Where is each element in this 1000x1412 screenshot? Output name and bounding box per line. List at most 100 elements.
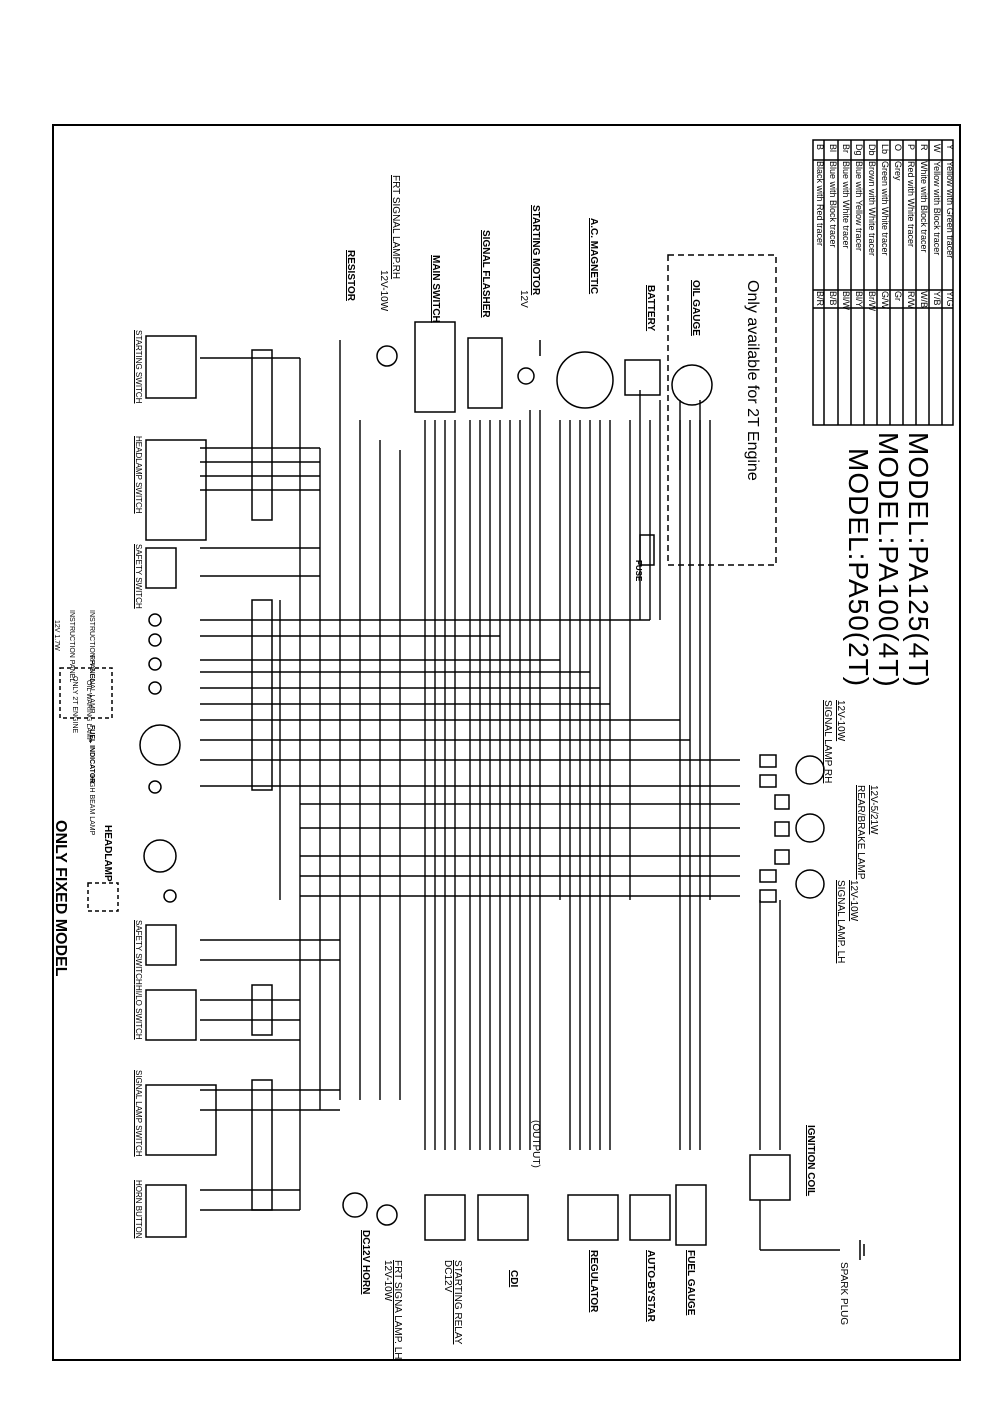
signal-lamp-lh-label: SIGNAL LAMP. LH <box>835 880 846 964</box>
fuel-gauge-box <box>675 1184 707 1246</box>
components-layer <box>59 139 954 1260</box>
legend-code: Db <box>867 144 877 156</box>
lamp-rating-label: 12V 1.7W <box>53 620 60 651</box>
safety-switch-label-top: SAFETY SWITCH <box>134 544 143 609</box>
horn-label: DC12V HORN <box>360 1230 371 1295</box>
legend-code: O <box>893 144 903 152</box>
starting-switch-label: STARTING SWITCH <box>134 330 143 404</box>
main-switch-table <box>414 321 456 413</box>
legend-name: Yellow with Block tracer <box>932 161 942 256</box>
legend-code: Lb <box>880 144 890 155</box>
headlamp-label: HEADLAMP <box>102 825 113 882</box>
oil-gauge-dial <box>671 364 713 406</box>
starting-motor-label: STARTING MOTOR <box>530 205 541 296</box>
legend-code: Gr <box>893 291 903 301</box>
only-available-label: Only available for 2T Engine <box>744 280 761 481</box>
frt-signal-lamp-rh-label: FRT SIGNAL LAMP.RH <box>390 175 401 280</box>
hi-lo-switch-label: HI/LO SWITCH <box>134 985 143 1040</box>
regulator-label: REGULATOR <box>588 1250 599 1313</box>
ignition-coil-box <box>749 1154 791 1201</box>
signal-lamp-lh-rating: 12V-10W <box>848 880 859 922</box>
model-pa125: MODEL:PA125(4T) <box>903 432 934 688</box>
hi-lo-switch-table <box>145 989 197 1041</box>
starting-relay-rating: DC12V <box>442 1260 453 1293</box>
cdi-output-label: (OUTPUT) <box>530 1120 541 1168</box>
legend-code: Br <box>841 144 851 153</box>
safety-switch-label-bottom: SAFETY SWITCH <box>134 920 143 985</box>
ignition-coil-label: IGNITION COIL <box>805 1125 816 1197</box>
headlamp-bulb <box>143 839 177 873</box>
legend-name: Yellow with Green tracer <box>945 161 955 259</box>
instruction-panel-label-1: INSTRUCTION PANEL <box>68 610 75 683</box>
legend-name: White with Block tracer <box>919 161 929 253</box>
legend-name: Blue with White tracer <box>841 161 851 249</box>
rear-brake-lamp-label: REAR/BRAKE LAMP <box>855 785 866 880</box>
frt-signal-lamp-lh-bulb <box>376 1204 398 1226</box>
legend-code: G/W <box>880 291 890 309</box>
legend-code: W/B <box>919 291 929 308</box>
legend-code: B/B <box>828 291 838 306</box>
wire-harness <box>200 340 840 1251</box>
horn-button-table <box>145 1184 187 1238</box>
frt-signal-lamp-rh-rating: 12V-10W <box>378 270 389 312</box>
starting-relay-box <box>424 1194 466 1241</box>
legend-code: W <box>932 144 942 153</box>
only-2t-engine-dashed-box <box>59 667 113 719</box>
signal-lamp-rh-label: SIGNAL LAMP RH <box>822 700 833 784</box>
legend-name: Blue with Yellow tracer <box>854 161 864 252</box>
legend-code: Y <box>945 144 955 151</box>
headlamp-switch-label: HEADLAMP SWITCH <box>134 436 143 514</box>
legend-code: B/R <box>815 291 825 307</box>
legend-name: Black with Red tracer <box>815 161 825 247</box>
frt-signal-lamp-lh-label: FRT SIGNA LAMP. LH <box>392 1260 403 1360</box>
starting-switch-table <box>145 335 197 399</box>
legend-name: Green with White tracer <box>880 161 890 256</box>
fuel-gauge-label: FUEL GAUGE <box>685 1250 696 1316</box>
signal-lamp-rh-bulb <box>795 755 825 785</box>
battery-label: BATTERY <box>645 285 656 332</box>
horn-symbol <box>342 1192 368 1218</box>
legend-code: Y/B <box>932 291 942 306</box>
cdi-label: CDI <box>508 1270 519 1288</box>
legend-code: Br/W <box>867 291 877 311</box>
ac-magnetic-stator <box>556 351 614 409</box>
model-pa50: MODEL:PA50(2T) <box>843 448 874 688</box>
legend-code: Dg <box>854 144 864 156</box>
starting-relay-label: STARTING RELAY <box>452 1260 463 1345</box>
legend-code: B <box>815 144 825 151</box>
battery-box <box>624 359 661 396</box>
auto-bystar-box <box>629 1194 671 1241</box>
legend-code: Bl <box>828 144 838 153</box>
safety-switch-table-2 <box>145 924 177 966</box>
signal-flasher-label: SIGNAL FLASHER <box>480 230 491 318</box>
fuse-label: FUSE <box>634 560 643 582</box>
legend-code: P <box>906 144 916 151</box>
legend-code: R <box>919 144 929 151</box>
oil-gauge-dashed-box <box>667 254 777 566</box>
legend-name: Brown with White tracer <box>867 161 877 257</box>
legend-code: Bl/W <box>841 291 851 310</box>
connector-block-2 <box>251 599 273 791</box>
regulator-box <box>567 1194 619 1241</box>
cdi-box <box>477 1194 529 1241</box>
ac-magnetic-label: A.C. MAGNETIC <box>588 218 599 295</box>
spark-plug-label: SPARK PLUG <box>838 1262 849 1326</box>
auto-bystar-label: AUTO-BYSTAR <box>645 1250 656 1322</box>
resistor-label: RESISTOR <box>345 250 356 301</box>
diagram-frame <box>52 124 961 1361</box>
fuel-indicator-dial <box>139 724 181 766</box>
signal-lamp-switch-table <box>145 1084 217 1156</box>
high-beam-lamp-label: HIGH BEAM LAMP <box>88 775 95 836</box>
connector-block-3 <box>251 1079 273 1211</box>
horn-button-label: HORN BUTTON <box>134 1180 143 1239</box>
only-fixed-model-dashed-box <box>87 882 119 912</box>
frt-signal-lamp-rh-bulb <box>376 345 398 367</box>
signal-lamp-lh-bulb <box>795 869 825 899</box>
main-switch-label: MAIN SWITCH <box>430 255 441 323</box>
legend-name: Red with White tracer <box>906 161 916 248</box>
starting-motor-symbol <box>517 367 535 385</box>
rear-brake-lamp-rating: 12V-5/21W <box>868 785 879 835</box>
legend-code: Y/G <box>945 291 955 307</box>
legend-name: Blue with Block tracer <box>828 161 838 248</box>
